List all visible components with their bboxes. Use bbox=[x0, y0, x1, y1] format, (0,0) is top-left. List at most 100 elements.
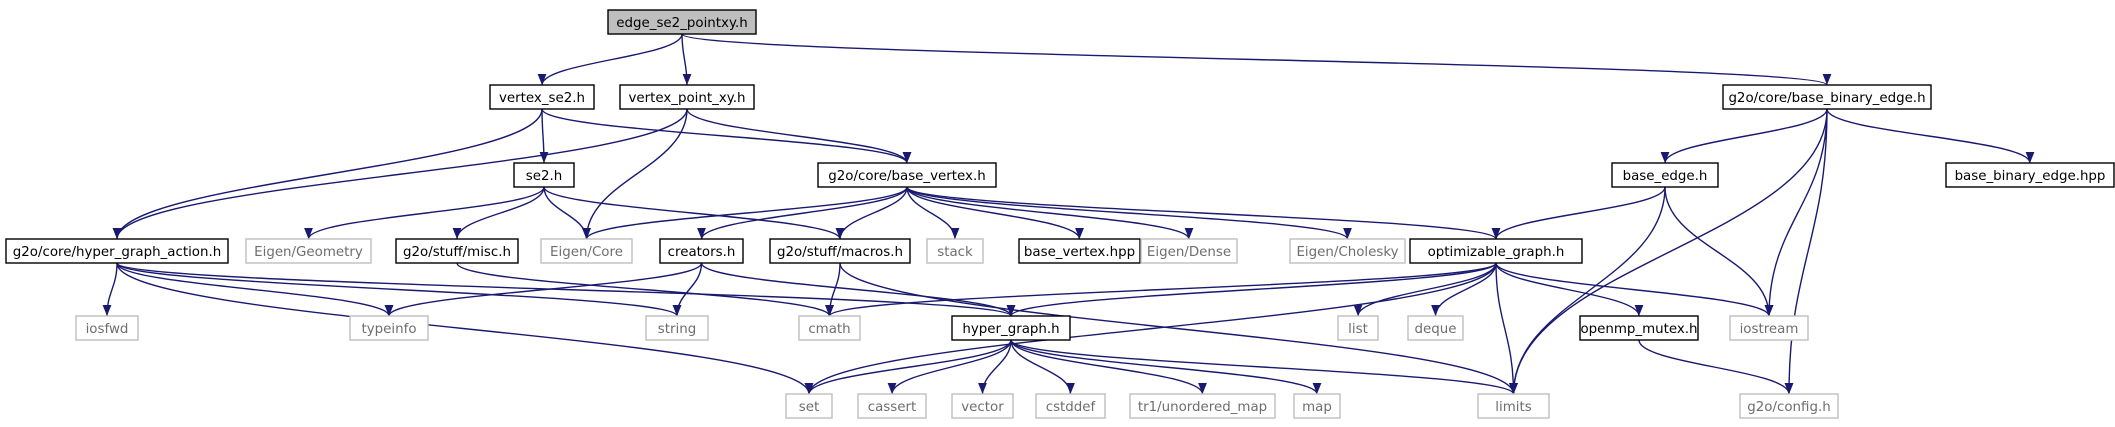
node-list: list bbox=[1337, 315, 1379, 341]
node-label-iosfwd: iosfwd bbox=[86, 322, 129, 337]
edge-creators-to-typeinfo bbox=[384, 262, 703, 317]
node-vertex-se2[interactable]: vertex_se2.h bbox=[489, 84, 595, 110]
edge-edge-se2-pointxy-to-vertex-point-xy bbox=[681, 33, 692, 86]
edge-layer bbox=[102, 33, 2035, 395]
node-label-macros: g2o/stuff/macros.h bbox=[777, 245, 903, 260]
node-box-base-vertex-hpp bbox=[1018, 238, 1141, 264]
edge-hyper-graph-to-map bbox=[1010, 339, 1322, 395]
node-label-map: map bbox=[1302, 400, 1332, 415]
edge-hyper-graph-to-set bbox=[804, 339, 1012, 395]
node-optimizable-graph[interactable]: optimizable_graph.h bbox=[1409, 238, 1583, 264]
edge-hyper-graph-action-to-set bbox=[116, 262, 814, 395]
node-box-typeinfo bbox=[349, 315, 429, 341]
node-iostream: iostream bbox=[1729, 315, 1809, 341]
node-hyper-graph[interactable]: hyper_graph.h bbox=[951, 315, 1071, 341]
edge-optimizable-graph-to-limits bbox=[1495, 262, 1518, 395]
node-box-base-vertex bbox=[817, 162, 997, 188]
node-label-set: set bbox=[799, 400, 819, 415]
node-box-openmp-mutex bbox=[1579, 315, 1699, 341]
edge-macros-to-cmath bbox=[825, 262, 841, 317]
node-box-map bbox=[1293, 393, 1341, 419]
node-label-se2: se2.h bbox=[526, 169, 562, 184]
node-map: map bbox=[1293, 393, 1341, 419]
edge-se2-to-misc bbox=[452, 186, 545, 240]
edge-hyper-graph-to-vector bbox=[978, 339, 1012, 395]
node-tr1-unordered-map: tr1/unordered_map bbox=[1129, 393, 1276, 419]
node-box-edge-se2-pointxy bbox=[607, 9, 757, 35]
edge-base-binary-edge-to-base-edge bbox=[1660, 108, 1828, 164]
node-base-vertex-hpp[interactable]: base_vertex.hpp bbox=[1018, 238, 1141, 264]
node-box-se2 bbox=[513, 162, 575, 188]
node-stack: stack bbox=[926, 238, 984, 264]
edge-optimizable-graph-to-iostream bbox=[1495, 262, 1774, 317]
node-box-eigen-dense bbox=[1140, 238, 1238, 264]
node-edge-se2-pointxy[interactable]: edge_se2_pointxy.h bbox=[607, 9, 757, 35]
node-label-list: list bbox=[1348, 322, 1368, 337]
edge-optimizable-graph-to-openmp-mutex bbox=[1495, 262, 1644, 317]
edge-base-binary-edge-to-g2o-config bbox=[1784, 108, 1828, 395]
edge-hyper-graph-action-to-string bbox=[116, 262, 682, 317]
node-layer: edge_se2_pointxy.h vertex_se2.h vertex_poi… bbox=[5, 9, 2115, 419]
node-label-iostream: iostream bbox=[1740, 322, 1799, 337]
edge-base-vertex-to-creators bbox=[697, 186, 908, 240]
node-label-tr1-unordered-map: tr1/unordered_map bbox=[1138, 400, 1267, 415]
node-openmp-mutex[interactable]: openmp_mutex.h bbox=[1579, 315, 1699, 341]
node-typeinfo: typeinfo bbox=[349, 315, 429, 341]
edge-hyper-graph-action-to-iosfwd bbox=[102, 262, 118, 317]
node-label-cassert: cassert bbox=[868, 400, 917, 415]
node-label-vertex-point-xy: vertex_point_xy.h bbox=[628, 91, 745, 106]
node-box-optimizable-graph bbox=[1409, 238, 1583, 264]
node-box-vector bbox=[951, 393, 1014, 419]
node-eigen-cholesky: Eigen/Cholesky bbox=[1289, 238, 1406, 264]
node-base-vertex[interactable]: g2o/core/base_vertex.h bbox=[817, 162, 997, 188]
node-vertex-point-xy[interactable]: vertex_point_xy.h bbox=[619, 84, 755, 110]
node-label-eigen-geometry: Eigen/Geometry bbox=[254, 245, 363, 260]
edge-base-vertex-to-eigen-cholesky bbox=[906, 186, 1352, 240]
node-label-openmp-mutex: openmp_mutex.h bbox=[1580, 322, 1697, 337]
node-box-base-edge bbox=[1611, 162, 1719, 188]
node-label-base-edge: base_edge.h bbox=[1623, 169, 1708, 184]
node-creators[interactable]: creators.h bbox=[659, 238, 744, 264]
node-base-binary-edge-hpp[interactable]: base_binary_edge.hpp bbox=[1945, 162, 2115, 188]
node-box-g2o-config bbox=[1739, 393, 1839, 419]
node-box-string bbox=[645, 315, 709, 341]
node-label-base-binary-edge: g2o/core/base_binary_edge.h bbox=[1728, 91, 1925, 106]
node-se2[interactable]: se2.h bbox=[513, 162, 575, 188]
node-box-iostream bbox=[1729, 315, 1809, 341]
node-box-set bbox=[785, 393, 833, 419]
edge-base-vertex-to-macros bbox=[835, 186, 908, 240]
node-eigen-core: Eigen/Core bbox=[540, 238, 633, 264]
node-hyper-graph-action[interactable]: g2o/core/hyper_graph_action.h bbox=[5, 238, 229, 264]
node-box-cstddef bbox=[1035, 393, 1106, 419]
edge-vertex-se2-to-se2 bbox=[539, 108, 549, 164]
edge-edge-se2-pointxy-to-vertex-se2 bbox=[537, 33, 683, 86]
edge-base-edge-to-optimizable-graph bbox=[1491, 186, 1666, 240]
edge-vertex-point-xy-to-base-vertex bbox=[686, 108, 912, 164]
node-box-eigen-geometry bbox=[245, 238, 372, 264]
edge-base-binary-edge-to-limits bbox=[1509, 108, 1828, 395]
node-box-vertex-se2 bbox=[489, 84, 595, 110]
node-base-binary-edge[interactable]: g2o/core/base_binary_edge.h bbox=[1722, 84, 1932, 110]
node-label-g2o-config: g2o/config.h bbox=[1747, 400, 1830, 415]
edge-vertex-se2-to-base-vertex bbox=[541, 108, 912, 164]
edge-base-binary-edge-to-base-binary-edge-hpp bbox=[1826, 108, 2035, 164]
node-misc[interactable]: g2o/stuff/misc.h bbox=[395, 238, 519, 264]
edge-hyper-graph-to-tr1-unordered-map bbox=[1010, 339, 1207, 395]
node-box-creators bbox=[659, 238, 744, 264]
node-box-deque bbox=[1407, 315, 1464, 341]
node-base-edge[interactable]: base_edge.h bbox=[1611, 162, 1719, 188]
node-label-misc: g2o/stuff/misc.h bbox=[403, 245, 511, 260]
node-box-base-binary-edge bbox=[1722, 84, 1932, 110]
edge-vertex-point-xy-to-hyper-graph-action bbox=[112, 108, 688, 240]
node-box-base-binary-edge-hpp bbox=[1945, 162, 2115, 188]
edge-se2-to-macros bbox=[543, 186, 845, 240]
node-label-deque: deque bbox=[1415, 322, 1457, 337]
node-label-vertex-se2: vertex_se2.h bbox=[499, 91, 585, 106]
edge-base-vertex-to-eigen-core bbox=[582, 186, 908, 240]
node-macros[interactable]: g2o/stuff/macros.h bbox=[769, 238, 911, 264]
edge-vertex-se2-to-hyper-graph-action bbox=[112, 108, 543, 240]
node-label-limits: limits bbox=[1495, 400, 1531, 415]
node-label-string: string bbox=[658, 322, 696, 337]
node-box-cmath bbox=[798, 315, 861, 341]
